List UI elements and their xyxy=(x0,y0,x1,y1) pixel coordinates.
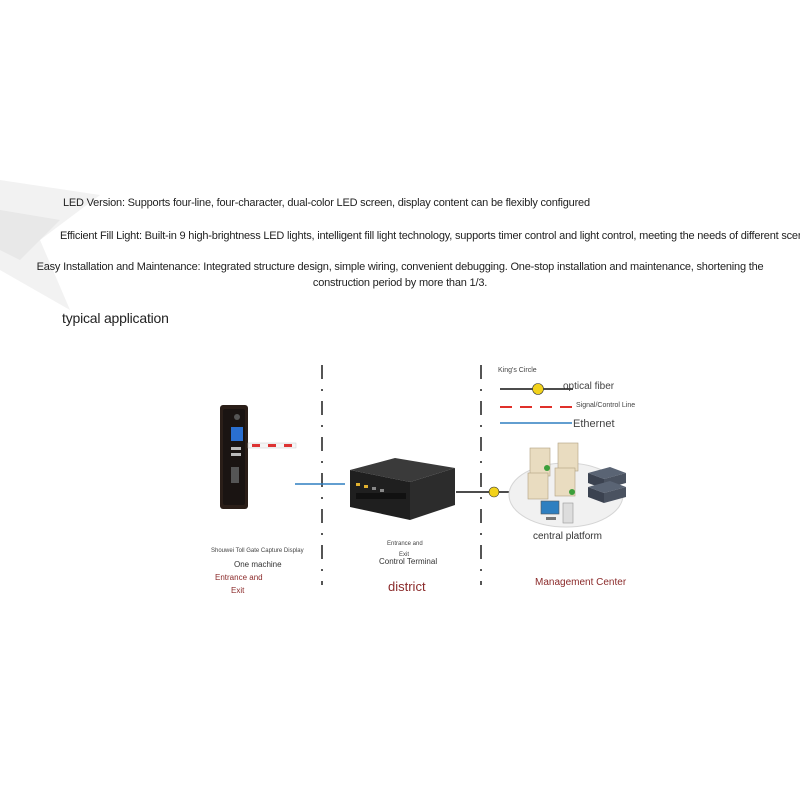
background-star-decoration xyxy=(0,180,100,310)
feature-led-version: LED Version: Supports four-line, four-ch… xyxy=(63,197,590,209)
device1-name: One machine xyxy=(234,560,282,569)
legend-signal-label: Signal/Control Line xyxy=(576,402,636,409)
legend-title: King's Circle xyxy=(498,367,537,374)
toll-gate-device-icon xyxy=(220,405,297,509)
device2-caption-line3: Control Terminal xyxy=(379,557,438,566)
legend-graphics xyxy=(500,383,573,424)
device1-zone-line1: Entrance and xyxy=(215,573,263,582)
server-cluster-icon xyxy=(527,442,579,500)
device2-caption-line2: Exit xyxy=(399,552,410,558)
device3-name: central platform xyxy=(533,531,602,542)
storage-device-icon xyxy=(588,467,626,503)
diagram-graphics xyxy=(220,365,626,585)
device3-zone: Management Center xyxy=(535,577,627,588)
legend-fiber-icon xyxy=(532,383,544,395)
section-title: typical application xyxy=(62,310,169,326)
legend-ethernet-label: Ethernet xyxy=(573,418,615,430)
device1-zone-line2: Exit xyxy=(231,586,245,595)
workstation-icon xyxy=(540,500,574,524)
device2-zone: district xyxy=(388,579,426,594)
control-terminal-icon xyxy=(350,458,455,520)
fiber-node-icon xyxy=(488,486,500,498)
application-diagram: King's Circle optical fiber Signal/Contr… xyxy=(0,355,800,605)
feature-installation: Easy Installation and Maintenance: Integ… xyxy=(36,261,764,289)
device1-caption: Shouwei Toll Gate Capture Display xyxy=(211,548,304,554)
legend-fiber-label: optical fiber xyxy=(563,381,615,392)
device2-caption-line1: Entrance and xyxy=(387,541,423,547)
feature-fill-light: Efficient Fill Light: Built-in 9 high-br… xyxy=(60,230,800,242)
